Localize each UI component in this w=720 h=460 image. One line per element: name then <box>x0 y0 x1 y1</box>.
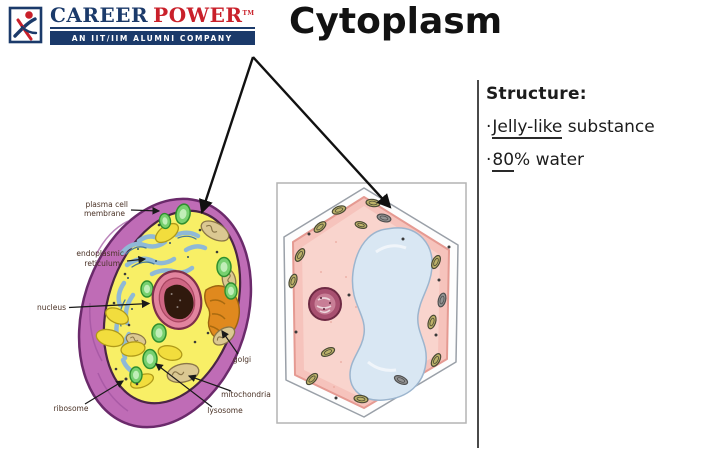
bullet-marker: · <box>486 117 492 137</box>
diagram-labels: plasma cell membrane endoplasmic reticul… <box>37 200 271 415</box>
organelles-gray <box>376 213 447 386</box>
leader-mitochondria <box>187 374 232 392</box>
leader-plasma-membrane <box>130 206 161 215</box>
leader-nucleus <box>68 299 151 309</box>
ribosome-dots <box>112 223 219 386</box>
label-ribosome: ribosome <box>54 404 89 413</box>
leader-golgi <box>221 330 239 355</box>
bullet-80-percent-water: ·80% water <box>486 150 714 172</box>
logo-tagline-bar: AN IIT/IIM ALUMNI COMPANY <box>50 31 255 45</box>
leaping-person-icon <box>8 6 43 44</box>
label-endoplasmic-reticulum: endoplasmic <box>76 249 124 258</box>
label-plasma-cell-membrane: plasma cell <box>85 200 128 209</box>
dark-dots <box>294 232 451 400</box>
bullet-jelly-like-substance: ·Jelly-like substance <box>486 117 714 139</box>
leader-endoplasmic-reticulum <box>126 255 147 264</box>
label-lysosome: lysosome <box>207 406 243 415</box>
structure-heading: Structure: <box>486 84 587 104</box>
leader-lysosome <box>155 363 213 408</box>
leader-ribosome <box>84 380 125 405</box>
label-endoplasmic-reticulum-2: reticulum <box>84 259 120 268</box>
label-golgi: golgi <box>233 355 251 364</box>
nucleus <box>308 287 342 321</box>
cytoplasm-cell-illustration <box>276 182 467 424</box>
label-mitochondria: mitochondria <box>221 390 271 399</box>
label-nucleus: nucleus <box>37 303 66 312</box>
structure-panel: Structure: ·Jelly-like substance ·80% wa… <box>486 84 714 172</box>
logo-trademark: TM <box>242 10 255 17</box>
vertical-divider <box>477 80 479 448</box>
bullet-rest-text: substance <box>562 117 655 137</box>
lysosome-vesicles <box>129 203 238 384</box>
nucleus <box>151 270 203 330</box>
logo-power-text: POWER <box>153 3 243 27</box>
central-vacuole <box>349 227 433 401</box>
animal-cell-diagram: plasma cell membrane endoplasmic reticul… <box>37 197 271 429</box>
page-title: Cytoplasm <box>289 1 503 42</box>
bullet-marker: · <box>486 150 492 170</box>
bullet-underlined-text: 80 <box>492 150 515 172</box>
label-plasma-cell-membrane-2: membrane <box>84 209 125 218</box>
bullet-rest-text: % water <box>514 150 585 170</box>
logo-career-text: CAREER <box>50 3 149 27</box>
bullet-underlined-text: Jelly-like <box>492 117 563 139</box>
yellow-vesicles <box>95 222 183 389</box>
